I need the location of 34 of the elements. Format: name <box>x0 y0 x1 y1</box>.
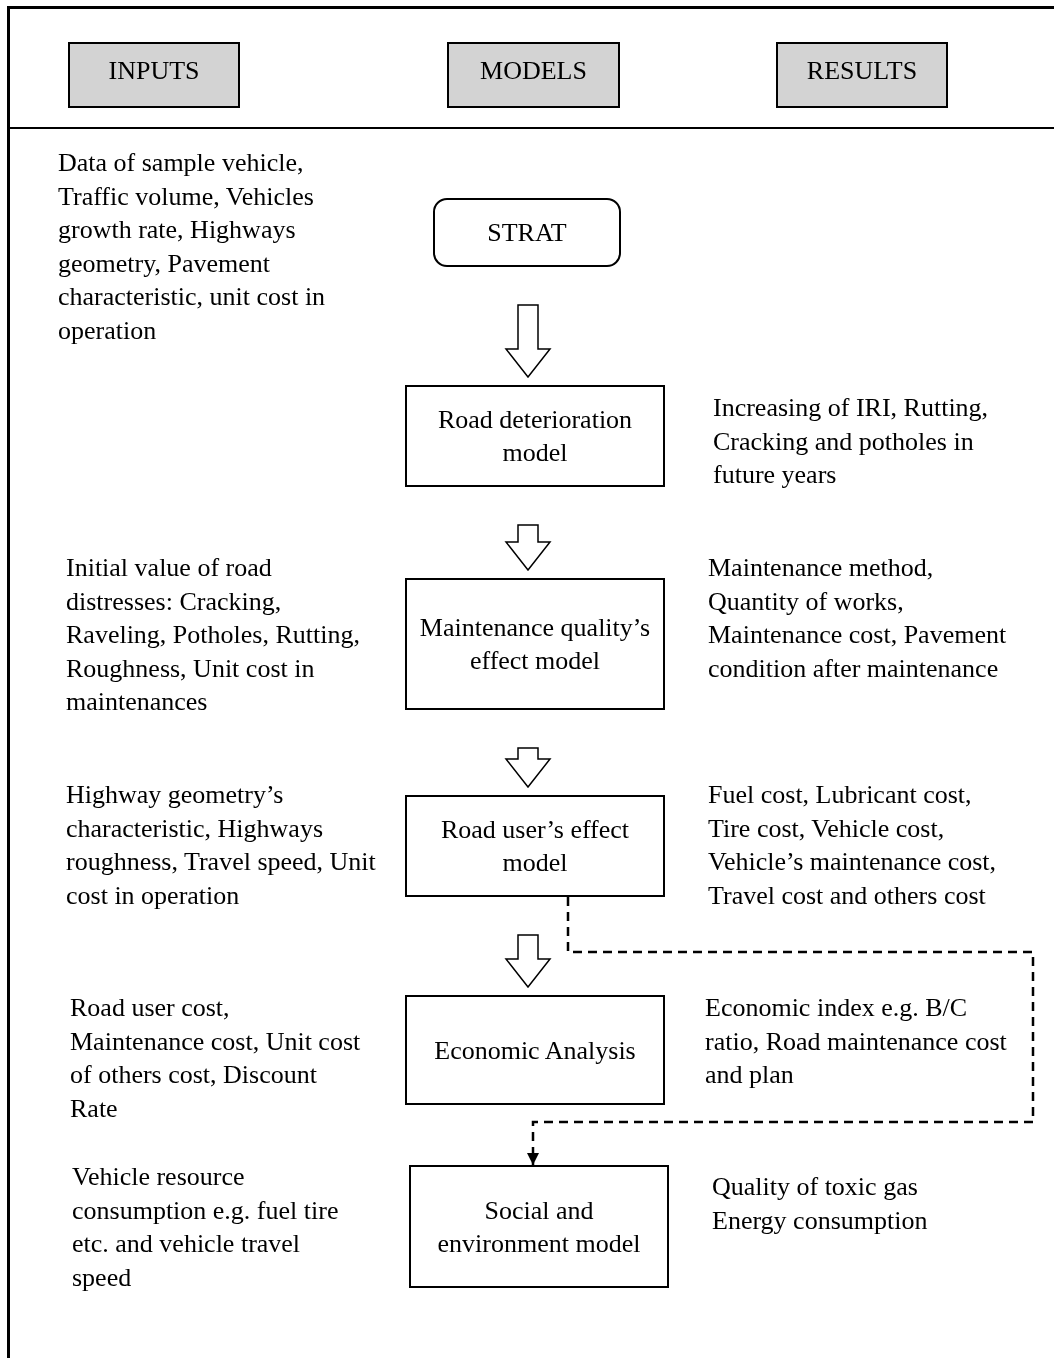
text-note: Quality of toxic gas <box>712 1171 919 1203</box>
column-header-box <box>447 42 620 108</box>
process-box <box>405 578 665 710</box>
block-arrow <box>504 304 552 379</box>
text-note: Highway geometry’s characteristic, Highways roughness, Travel speed, Unit cost in operation <box>66 779 376 912</box>
text-note: Maintenance method, Quantity of works, Maintenance cost, Pavement condition after maintenance <box>708 552 1008 685</box>
node-label: Social and environment model <box>436 1194 642 1260</box>
text-note: Increasing of IRI, Rutting, Cracking and potholes in future years <box>713 392 990 491</box>
node-label: Maintenance quality’s effect model <box>418 612 652 677</box>
column-header-box <box>776 42 948 108</box>
text-note: Vehicle resource consumption e.g. fuel tire etc. and vehicle travel speed <box>72 1161 340 1294</box>
process-box <box>405 385 665 487</box>
dashed-arrow <box>526 897 1035 1165</box>
node-label: INPUTS <box>108 55 200 87</box>
node-label: Road deterioration model <box>436 404 634 469</box>
text-note: Energy consumption <box>712 1205 929 1237</box>
node-label: Road user’s effect model <box>439 814 631 879</box>
terminal-box <box>433 198 621 267</box>
node-label: RESULTS <box>806 55 918 87</box>
process-box <box>405 795 665 897</box>
block-arrow <box>504 747 552 789</box>
text-note: Economic index e.g. B/C ratio, Road maintenance cost and plan <box>705 992 1008 1091</box>
node-label: MODELS <box>480 55 587 87</box>
node-label: STRAT <box>487 217 567 249</box>
text-note: Road user cost, Maintenance cost, Unit cost of others cost, Discount Rate <box>70 992 362 1125</box>
text-note: Fuel cost, Lubricant cost, Tire cost, Vehicle cost, Vehicle’s maintenance cost, Travel cost and others cost <box>708 779 998 912</box>
process-box <box>409 1165 669 1288</box>
node-label: Economic Analysis <box>434 1034 636 1067</box>
process-box <box>405 995 665 1105</box>
block-arrow <box>504 524 552 572</box>
column-header-box <box>68 42 240 108</box>
text-note: Initial value of road distresses: Cracking, Raveling, Potholes, Rutting, Roughness, Unit cost in maintenances <box>66 552 361 718</box>
text-note: Data of sample vehicle, Traffic volume, Vehicles growth rate, Highways geometry, Pavement characteristic, unit cost in operation <box>58 147 327 347</box>
block-arrow <box>504 934 552 989</box>
